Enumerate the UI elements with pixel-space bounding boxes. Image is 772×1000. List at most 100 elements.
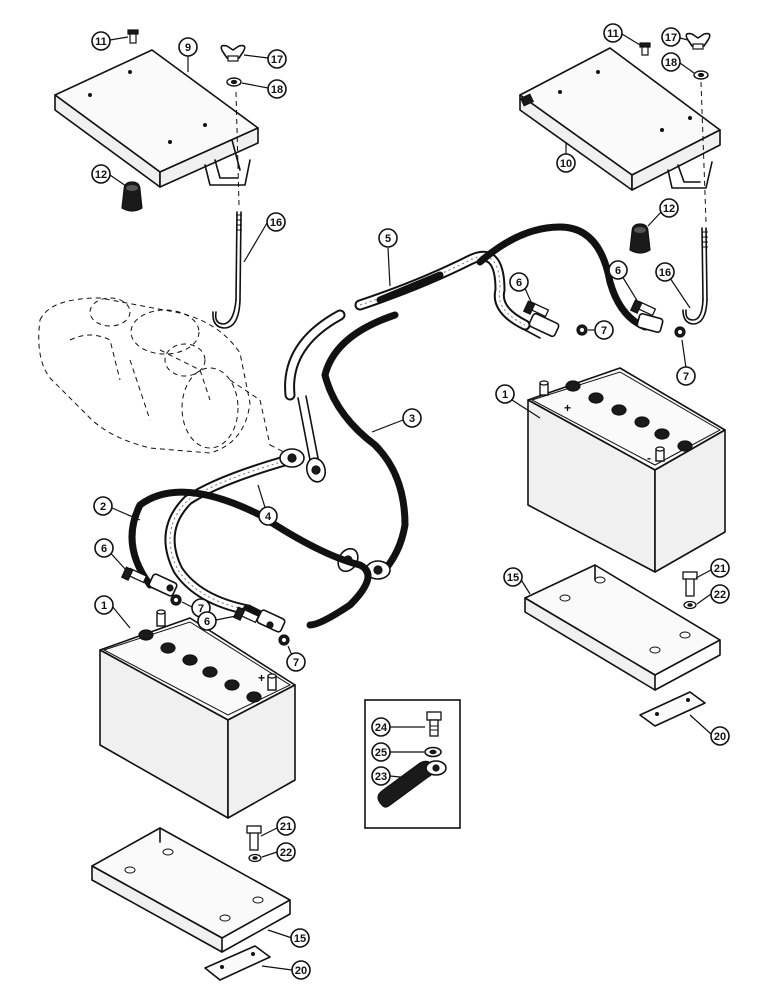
callout-20b: 20 — [291, 960, 311, 980]
callout-7b: 7 — [676, 366, 696, 386]
tray-washer-right — [683, 600, 697, 610]
battery-left-positive-mark: + — [258, 671, 265, 685]
screw-top-left — [127, 29, 139, 44]
svg-text:17: 17 — [665, 32, 677, 44]
rubber-bumper-right — [629, 223, 651, 254]
callout-2: 2 — [93, 496, 113, 516]
callout-21a: 21 — [710, 558, 730, 578]
callout-7d: 7 — [286, 652, 306, 672]
svg-text:18: 18 — [665, 57, 677, 69]
clamp-lower-left-2 — [242, 604, 286, 633]
battery-right: + - — [527, 367, 726, 573]
cable-2 — [128, 488, 372, 629]
battery-right-negative-mark: + — [564, 401, 571, 415]
svg-text:1: 1 — [502, 389, 508, 401]
clamp-plate-right — [639, 691, 706, 727]
battery-left: + — [99, 609, 296, 819]
battery-right-cells — [565, 380, 693, 452]
svg-text:21: 21 — [714, 563, 726, 575]
svg-text:12: 12 — [663, 203, 675, 215]
washer-top-left — [226, 77, 242, 87]
svg-text:6: 6 — [101, 543, 107, 555]
callout-3: 3 — [402, 408, 422, 428]
svg-text:23: 23 — [375, 771, 387, 783]
cable-4 — [164, 448, 305, 616]
bolt-upper-right — [629, 299, 657, 317]
callout-20a: 20 — [710, 726, 730, 746]
svg-text:1: 1 — [101, 600, 107, 612]
starter-motor-phantom — [38, 297, 301, 461]
bolt-upper-middle — [522, 300, 550, 318]
clamp-lower-left-1 — [148, 573, 178, 597]
callout-22b: 22 — [276, 842, 296, 862]
inset-lock-washer — [424, 746, 442, 758]
battery-tray-left — [91, 827, 291, 953]
bolt-lower-left-1 — [120, 566, 148, 584]
nut-lower-left-2 — [278, 634, 290, 646]
nut-upper-middle — [576, 324, 588, 336]
callout-21b: 21 — [276, 816, 296, 836]
bolt-lower-left-2 — [232, 606, 260, 624]
callout-1a: 1 — [495, 384, 515, 404]
callout-9: 9 — [178, 37, 198, 57]
callout-25: 25 — [371, 742, 391, 762]
callout-22a: 22 — [710, 584, 730, 604]
callout-10: 10 — [556, 153, 576, 173]
svg-text:7: 7 — [293, 657, 299, 669]
nut-upper-right — [674, 326, 686, 338]
callout-6d: 6 — [197, 611, 217, 631]
svg-text:16: 16 — [270, 217, 282, 229]
battery-tray-right — [524, 564, 721, 691]
callout-12b: 12 — [659, 198, 679, 218]
screw-top-right — [639, 42, 651, 56]
callout-7a: 7 — [594, 320, 614, 340]
inset-bolt — [426, 711, 442, 737]
callout-6a: 6 — [509, 272, 529, 292]
tray-bolt-left — [246, 825, 262, 851]
svg-text:6: 6 — [615, 265, 621, 277]
callout-18b: 18 — [661, 52, 681, 72]
svg-text:21: 21 — [280, 821, 292, 833]
rubber-bumper-left — [121, 181, 143, 212]
callout-23: 23 — [371, 766, 391, 786]
j-bolt-right — [682, 227, 708, 325]
svg-text:24: 24 — [375, 722, 388, 734]
callout-17a: 17 — [267, 49, 287, 69]
svg-text:6: 6 — [516, 277, 522, 289]
battery-left-cells — [138, 629, 262, 703]
svg-text:22: 22 — [714, 589, 726, 601]
callout-15a: 15 — [503, 567, 523, 587]
battery-hold-down-right — [519, 47, 721, 191]
callout-11b: 11 — [603, 23, 623, 43]
svg-text:16: 16 — [659, 267, 671, 279]
svg-text:11: 11 — [607, 28, 619, 40]
svg-text:11: 11 — [95, 36, 107, 48]
svg-text:3: 3 — [409, 413, 415, 425]
svg-text:22: 22 — [280, 847, 292, 859]
callout-24: 24 — [371, 717, 391, 737]
clamp-plate-left — [204, 945, 271, 981]
callout-17b: 17 — [661, 27, 681, 47]
battery-right-positive-mark: - — [647, 451, 651, 465]
svg-text:12: 12 — [95, 169, 107, 181]
callout-11a: 11 — [91, 31, 111, 51]
tray-washer-left — [248, 853, 262, 863]
callout-4: 4 — [258, 506, 278, 526]
svg-text:25: 25 — [375, 747, 387, 759]
svg-text:2: 2 — [100, 501, 106, 513]
washer-top-right — [693, 70, 709, 80]
svg-text:15: 15 — [507, 572, 519, 584]
svg-text:15: 15 — [294, 933, 306, 945]
svg-text:20: 20 — [295, 965, 307, 977]
callout-12a: 12 — [91, 164, 111, 184]
svg-text:4: 4 — [265, 511, 272, 523]
callout-1b: 1 — [94, 595, 114, 615]
j-bolt-left — [212, 211, 242, 329]
svg-text:9: 9 — [185, 42, 191, 54]
svg-text:5: 5 — [385, 233, 391, 245]
svg-text:7: 7 — [198, 603, 204, 615]
callout-6c: 6 — [94, 538, 114, 558]
svg-text:6: 6 — [204, 616, 210, 628]
